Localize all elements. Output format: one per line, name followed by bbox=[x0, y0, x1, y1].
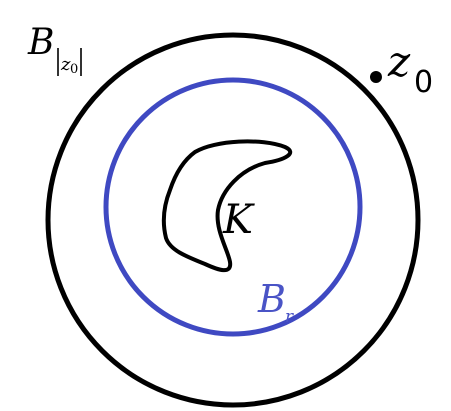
point-label-sub: 0 bbox=[414, 65, 433, 100]
outer-ball-label: B bbox=[27, 22, 54, 63]
inner-ball-sub: r bbox=[285, 307, 294, 327]
inner-ball-label: B bbox=[257, 277, 286, 321]
point-label-z: z bbox=[387, 37, 411, 86]
compact-set-label: K bbox=[222, 197, 255, 243]
outer-circle bbox=[45, 32, 421, 408]
outer-ball-sub-z: z bbox=[60, 54, 71, 75]
outer-ball-sub-index: 0 bbox=[70, 62, 78, 77]
compact-set-k bbox=[161, 139, 293, 273]
inner-circle bbox=[103, 77, 363, 337]
point-z0 bbox=[370, 71, 382, 83]
